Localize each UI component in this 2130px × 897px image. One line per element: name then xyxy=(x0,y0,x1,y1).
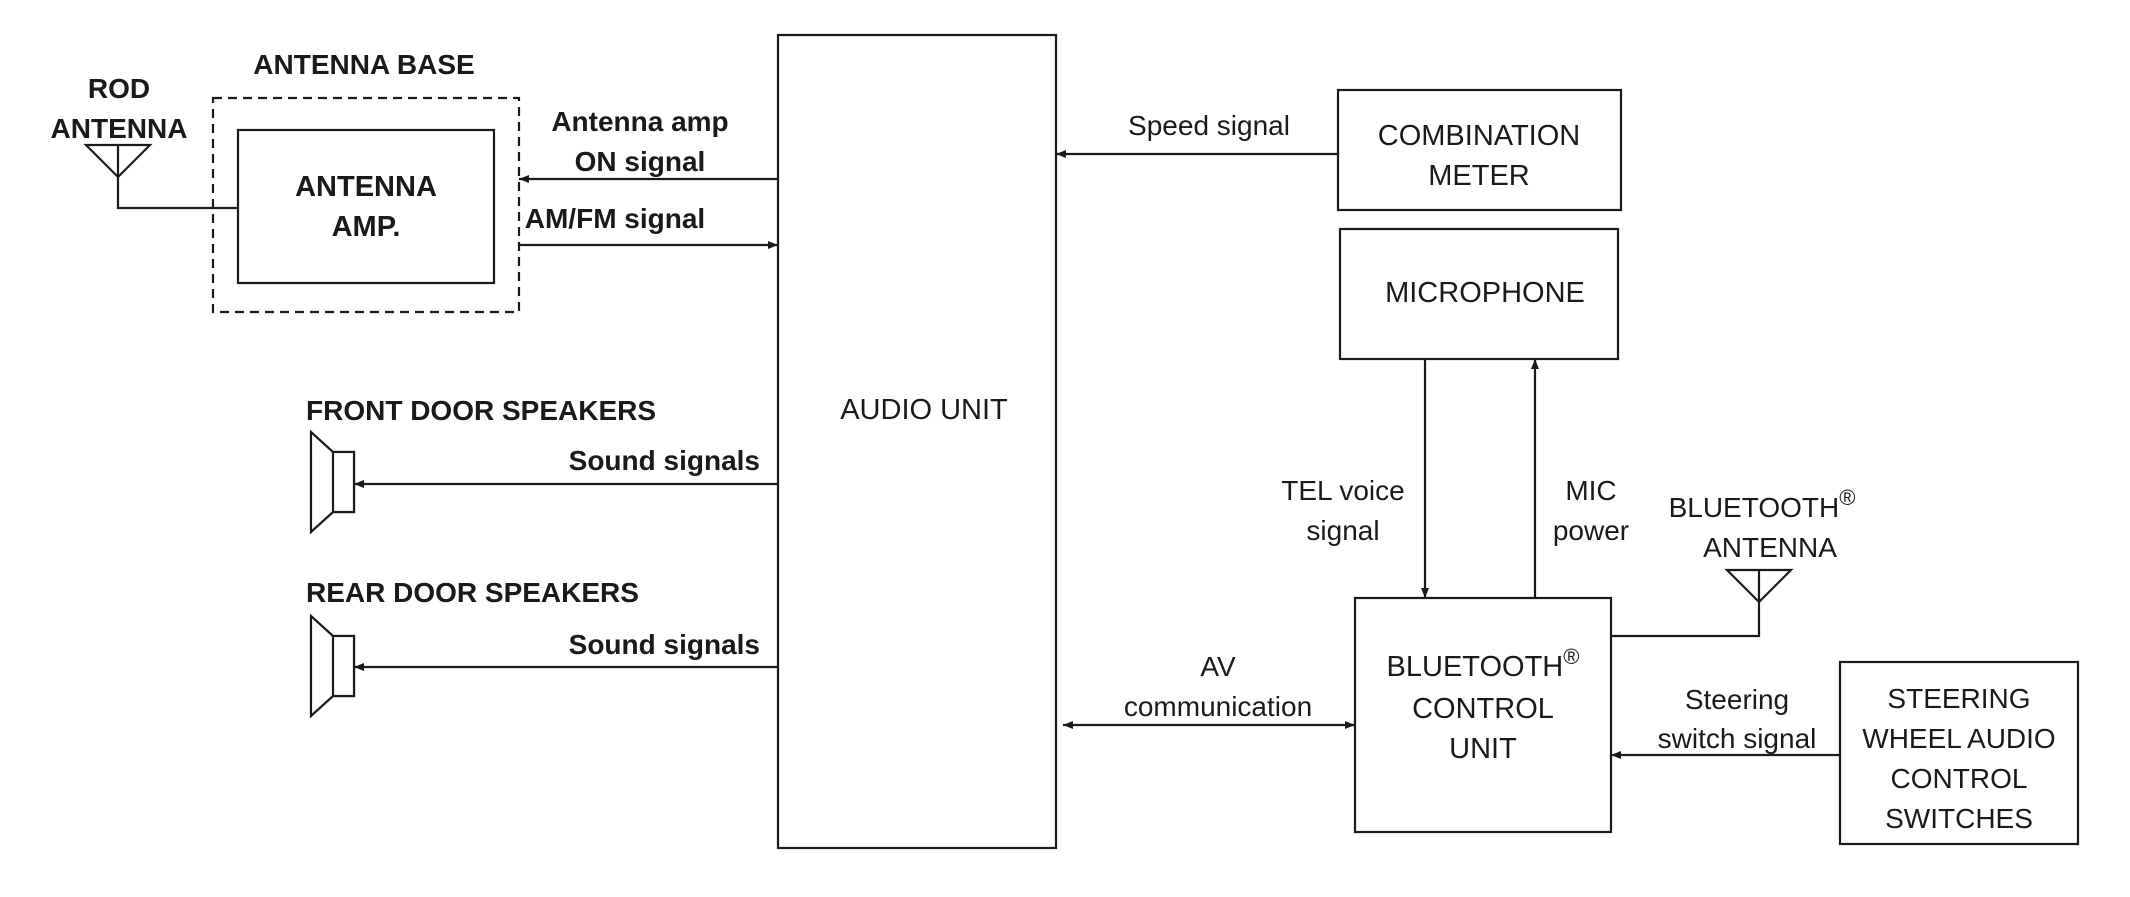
speed-signal: Speed signal xyxy=(1056,110,1338,158)
bluetooth-control-unit-label-line1: BLUETOOTH® xyxy=(1387,644,1580,683)
rod-antenna-label-line2: ANTENNA xyxy=(51,113,188,144)
rod-antenna-wire xyxy=(116,177,238,210)
microphone: MICROPHONE xyxy=(1338,227,1620,361)
antenna-base: ANTENNA BASE ANTENNA AMP. xyxy=(211,49,521,314)
combination-meter-box xyxy=(1336,88,1623,212)
bluetooth-control-unit-label-line2: CONTROL xyxy=(1412,693,1554,725)
bluetooth-antenna-label-line2: ANTENNA xyxy=(1703,532,1837,563)
audio-unit-label: AUDIO UNIT xyxy=(840,394,1008,426)
steering-switches-label-line3: CONTROL xyxy=(1891,763,2028,794)
audio-unit-box xyxy=(776,33,1058,850)
steering-switches-label-line2: WHEEL AUDIO xyxy=(1862,723,2055,754)
bluetooth-control-unit-label-line3: UNIT xyxy=(1449,733,1517,765)
steering-switches-label-line1: STEERING xyxy=(1887,683,2030,714)
am-fm-label: AM/FM signal xyxy=(525,203,705,234)
bluetooth-antenna-label-line1: BLUETOOTH® xyxy=(1669,485,1856,523)
combination-meter-label-line2: METER xyxy=(1428,160,1530,192)
steering-signal-label-line1: Steering xyxy=(1685,684,1789,715)
front-door-speakers: FRONT DOOR SPEAKERS Sound signals xyxy=(306,395,778,535)
combination-meter: COMBINATION METER xyxy=(1336,88,1623,212)
antenna-amp-on-signal: Antenna amp ON signal xyxy=(519,106,778,183)
bluetooth-antenna-wire xyxy=(1611,602,1761,638)
antenna-amp-on-label-line2: ON signal xyxy=(575,146,706,177)
bluetooth-antenna: BLUETOOTH® ANTENNA xyxy=(1611,485,1856,638)
front-sound-label: Sound signals xyxy=(569,445,760,476)
av-communication: AV communication xyxy=(1063,651,1355,729)
am-fm-signal: AM/FM signal xyxy=(519,203,778,249)
combination-meter-label-line1: COMBINATION xyxy=(1378,120,1580,152)
steering-signal-label-line2: switch signal xyxy=(1658,723,1817,754)
antenna-amp-label-line2: AMP. xyxy=(332,211,401,243)
steering-switches-label-line4: SWITCHES xyxy=(1885,803,2033,834)
mic-power-label-line1: MIC xyxy=(1565,475,1616,506)
av-comm-label-line1: AV xyxy=(1200,651,1236,682)
av-comm-label-line2: communication xyxy=(1124,691,1312,722)
bluetooth-control-unit-box xyxy=(1353,596,1613,834)
tel-voice-signal: TEL voice signal xyxy=(1281,359,1429,598)
mic-power-signal: MIC power xyxy=(1531,359,1629,598)
rear-sound-label: Sound signals xyxy=(569,629,760,660)
steering-switches-box xyxy=(1838,660,2080,846)
rod-antenna-label-line1: ROD xyxy=(88,73,150,104)
front-speakers-label: FRONT DOOR SPEAKERS xyxy=(306,395,656,426)
microphone-box xyxy=(1338,227,1620,361)
tel-voice-label-line2: signal xyxy=(1306,515,1379,546)
antenna-amp-on-label-line1: Antenna amp xyxy=(551,106,728,137)
speed-signal-label: Speed signal xyxy=(1128,110,1290,141)
antenna-base-dashed-box xyxy=(211,96,521,314)
antenna-base-label: ANTENNA BASE xyxy=(253,49,474,80)
antenna-amp-label-line1: ANTENNA xyxy=(295,171,437,203)
steering-switch-signal: Steering switch signal xyxy=(1611,684,1840,759)
rear-door-speakers: REAR DOOR SPEAKERS Sound signals xyxy=(306,577,778,719)
steering-wheel-audio-control-switches: STEERING WHEEL AUDIO CONTROL SWITCHES xyxy=(1838,660,2080,846)
tel-voice-label-line1: TEL voice xyxy=(1281,475,1404,506)
rear-speakers-label: REAR DOOR SPEAKERS xyxy=(306,577,639,608)
microphone-label: MICROPHONE xyxy=(1385,277,1585,309)
antenna-amp-box xyxy=(236,128,496,285)
rod-antenna: ROD ANTENNA xyxy=(51,73,188,179)
audio-unit: AUDIO UNIT xyxy=(776,33,1058,850)
mic-power-label-line2: power xyxy=(1553,515,1629,546)
bluetooth-control-unit: BLUETOOTH® CONTROL UNIT xyxy=(1353,596,1613,834)
